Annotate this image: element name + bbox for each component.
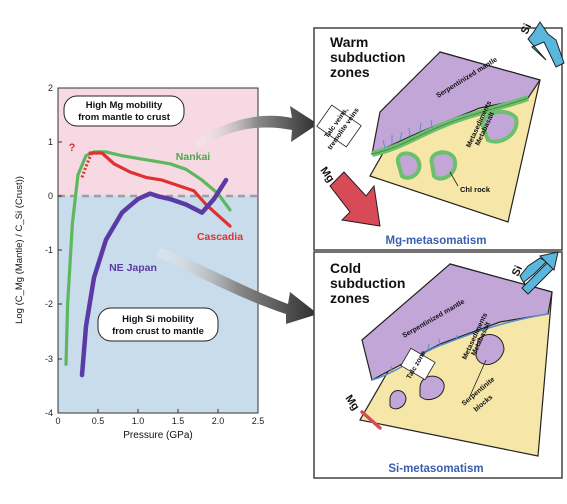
lower-region-label-line-1: High Si mobility: [122, 314, 194, 325]
y-axis-label: Log (C_Mg (Mantle) / C_Si (Crust)): [14, 176, 25, 324]
connector-arrows: [156, 106, 318, 324]
talc-veins: [382, 119, 433, 149]
cold-title-line-3: zones: [330, 290, 370, 306]
upper-connector-arrow: [196, 106, 318, 148]
x-tick-label: 1.5: [172, 416, 185, 426]
y-tick-label: -4: [45, 408, 53, 418]
y-tick-label: 1: [48, 137, 53, 147]
upper-region-label-line-2: from mantle to crust: [78, 112, 171, 123]
x-tick-label: 2.0: [212, 416, 225, 426]
series-line-cascadia: [88, 151, 232, 228]
series-label-nankai: Nankai: [176, 151, 211, 163]
mg-arrow-shape: [329, 171, 381, 227]
y-ticks: 2 1 0 -1 -2 -3 -4: [45, 83, 62, 418]
y-tick-label: -1: [45, 245, 53, 255]
y-tick-label: 2: [48, 83, 53, 93]
mg-arrow-warm: Mg: [318, 165, 381, 227]
warm-footer: Mg-metasomatism: [386, 235, 487, 247]
si-arrow-shape: [527, 21, 565, 68]
warm-title-line-2: subduction: [330, 49, 405, 65]
chl-rock-label: Chl rock: [460, 185, 491, 194]
warm-title-line-3: zones: [330, 64, 370, 80]
x-axis-label: Pressure (GPa): [123, 430, 192, 441]
series-line-uncertain: [80, 152, 93, 178]
y-tick-label: -2: [45, 299, 53, 309]
cold-title-line-1: Cold: [330, 260, 361, 276]
cold-footer: Si-metasomatism: [388, 463, 483, 475]
series-line-nankai: [64, 150, 232, 366]
chart: 2 1 0 -1 -2 -3 -4 0 0.5 1.0 1.5 2.0 2.5 …: [14, 83, 264, 441]
serpentinite-blocks: [389, 334, 505, 410]
x-tick-label: 1.0: [132, 416, 145, 426]
lower-region-label-line-2: from crust to mantle: [112, 326, 204, 337]
warm-title-line-1: Warm: [330, 34, 368, 50]
si-arrow-shape-cold: [519, 257, 555, 287]
cold-title-line-2: subduction: [330, 275, 405, 291]
warm-panel: Warm subduction zones Si Mg Serpentinize…: [313, 21, 565, 251]
si-arrow-warm: Si: [519, 21, 565, 68]
upper-region-label-line-1: High Mg mobility: [86, 100, 163, 111]
question-mark: ?: [69, 142, 76, 154]
series-label-cascadia: Cascadia: [197, 231, 243, 243]
cold-panel: Cold subduction zones Si Mg Serpentinize…: [313, 251, 563, 479]
lower-connector-arrow: [156, 248, 318, 324]
series-layer: [64, 150, 232, 378]
x-tick-label: 0: [55, 416, 60, 426]
series-label-ne-japan: NE Japan: [109, 262, 157, 274]
si-label-cold: Si: [510, 264, 525, 279]
y-tick-label: 0: [48, 191, 53, 201]
upper-region-label: High Mg mobility from mantle to crust: [63, 95, 185, 127]
mg-arrow-shape-cold: [360, 410, 382, 430]
x-ticks: 0 0.5 1.0 1.5 2.0 2.5: [55, 409, 264, 426]
lower-region-label: High Si mobility from crust to mantle: [97, 307, 219, 342]
y-tick-label: -3: [45, 354, 53, 364]
x-tick-label: 2.5: [252, 416, 265, 426]
talc-label-cold: Talc zone: [400, 347, 436, 381]
si-arrow-cold: Si: [510, 251, 559, 295]
series-line-ne-japan: [79, 177, 229, 378]
si-label-warm: Si: [519, 22, 534, 37]
x-tick-label: 0.5: [92, 416, 105, 426]
chl-blocks: [395, 109, 519, 181]
